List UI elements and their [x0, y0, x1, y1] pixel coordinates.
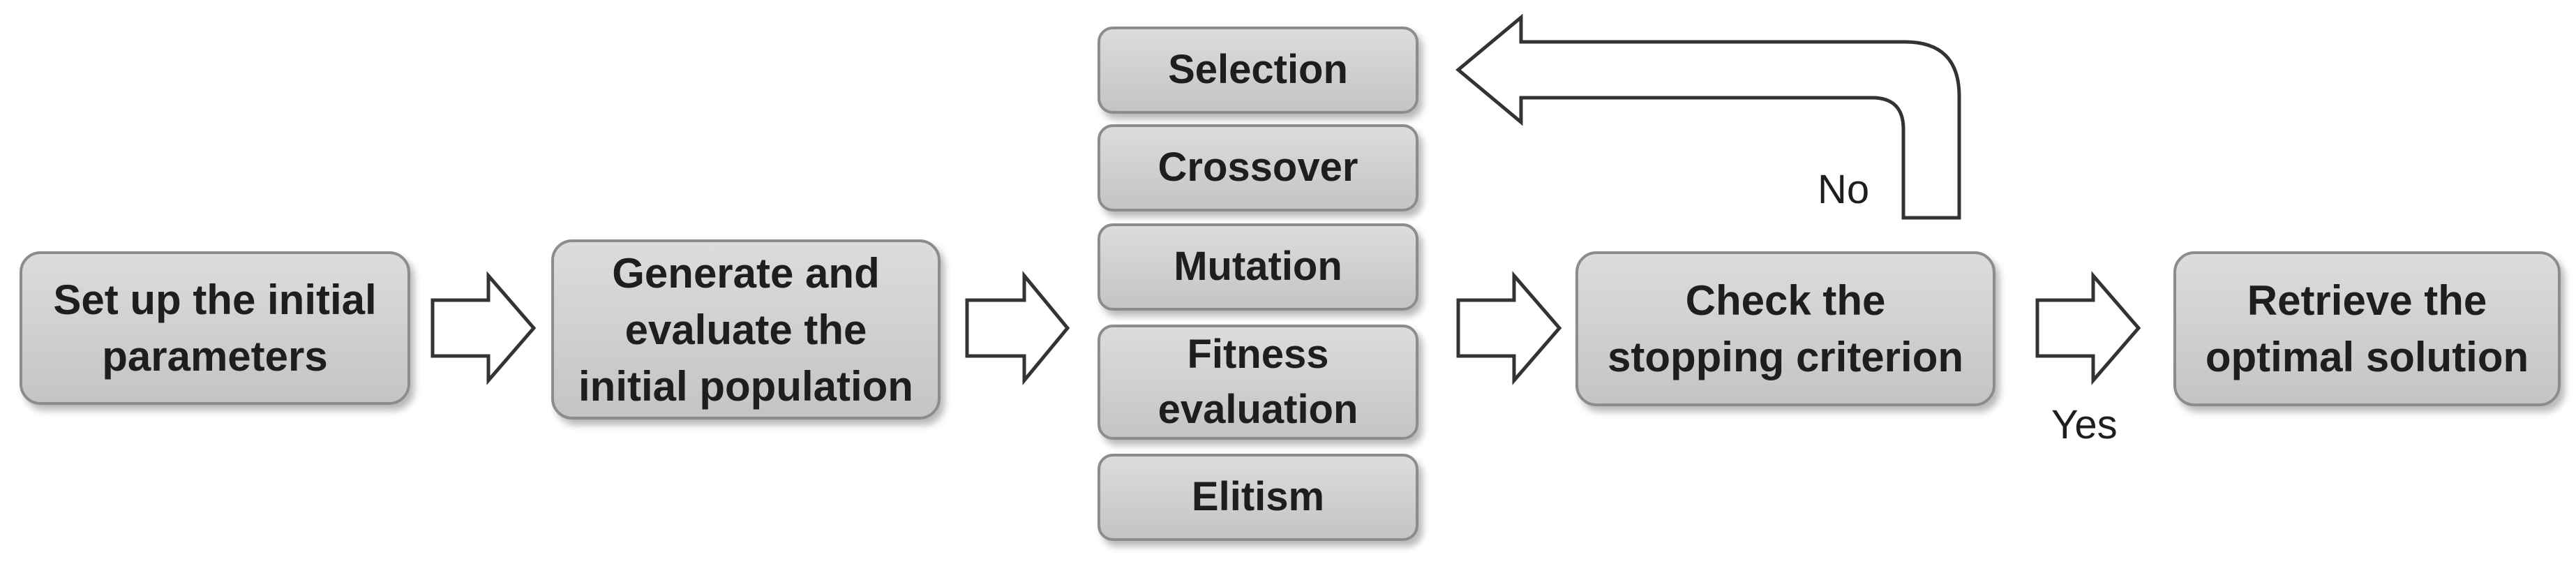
step-check-stopping-criterion: Check the stopping criterion — [1575, 251, 1995, 406]
step-check-label: Check the stopping criterion — [1608, 277, 1963, 380]
operator-mutation-label: Mutation — [1174, 244, 1342, 290]
label-no: No — [1818, 167, 1870, 212]
step-retrieve-solution: Retrieve the optimal solution — [2173, 251, 2561, 406]
operator-elitism-label: Elitism — [1191, 474, 1325, 520]
operator-fitness-label: Fitness evaluation — [1158, 332, 1358, 432]
arrow-check-to-retrieve — [2035, 271, 2141, 385]
operator-selection-label: Selection — [1168, 47, 1348, 93]
operator-mutation: Mutation — [1098, 223, 1418, 311]
step-retrieve-label: Retrieve the optimal solution — [2205, 277, 2529, 380]
step-setup-parameters: Set up the initial parameters — [20, 251, 410, 405]
step-setup-label: Set up the initial parameters — [53, 276, 377, 380]
operator-elitism: Elitism — [1098, 454, 1418, 541]
arrow-setup-to-generate — [430, 271, 537, 385]
label-yes: Yes — [2051, 402, 2118, 447]
operator-crossover-label: Crossover — [1158, 144, 1358, 191]
operator-fitness-evaluation: Fitness evaluation — [1098, 325, 1418, 440]
arrow-operators-to-check — [1456, 271, 1562, 385]
operator-selection: Selection — [1098, 27, 1418, 114]
step-generate-population: Generate and evaluate the initial popula… — [551, 239, 941, 420]
step-generate-label: Generate and evaluate the initial popula… — [578, 249, 913, 410]
arrow-generate-to-operators — [965, 271, 1070, 385]
operator-crossover: Crossover — [1098, 124, 1418, 212]
arrow-loop-back-no — [1455, 13, 1961, 220]
